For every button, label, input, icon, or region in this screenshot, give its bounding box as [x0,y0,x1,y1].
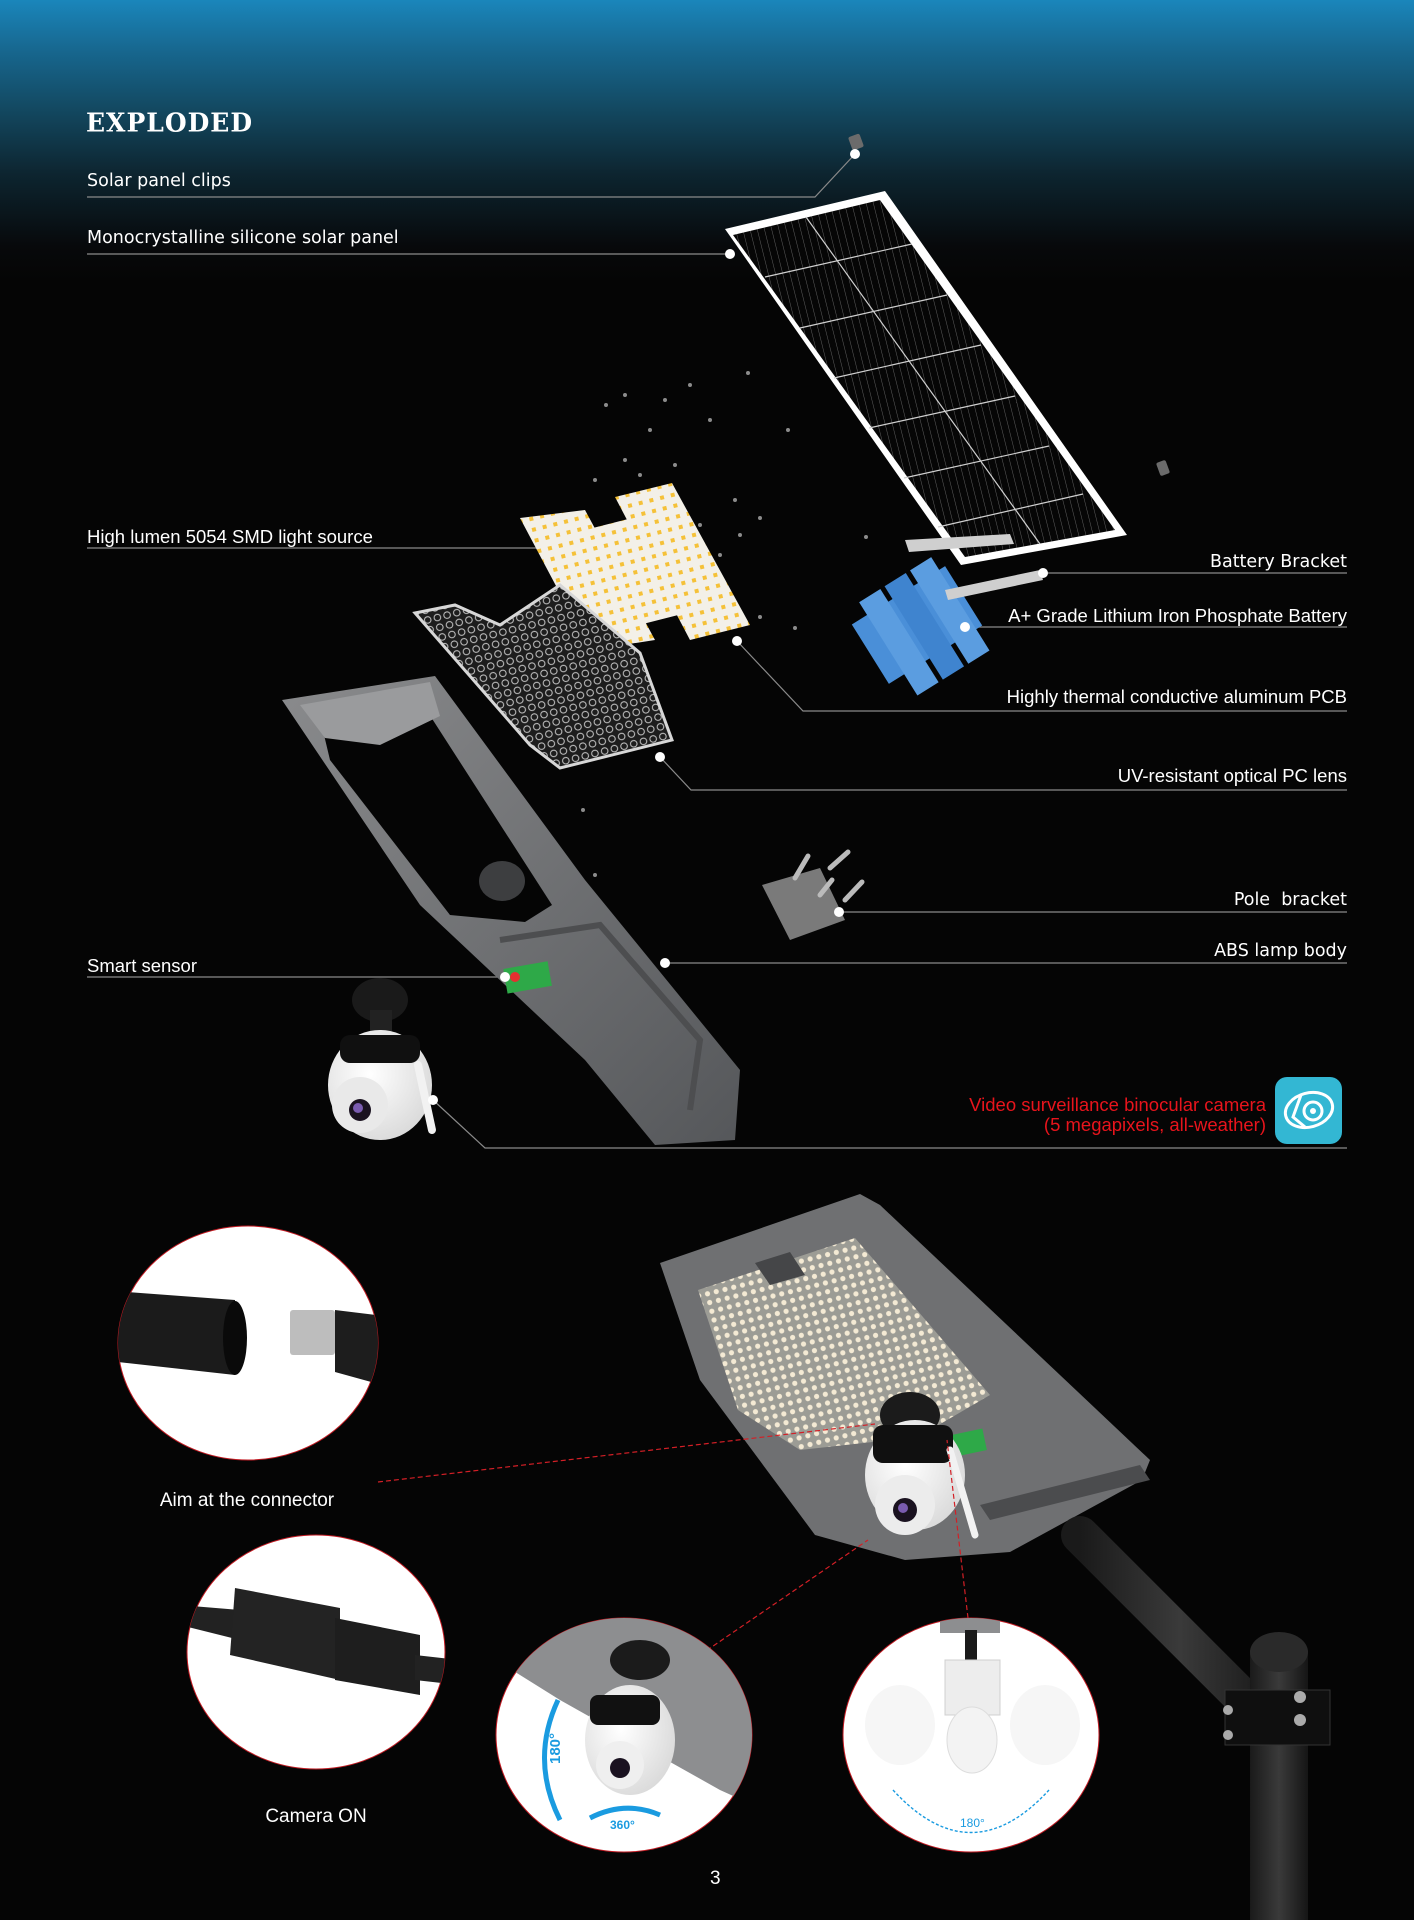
caption-aim-connector: Aim at the connector [159,1490,335,1511]
connector-circle-1 [117,1225,379,1461]
pc-lens-graphic [412,583,674,770]
camera-swing-circle [842,1617,1100,1853]
label-light-source: High lumen 5054 SMD light source [87,526,373,547]
header-gradient [0,0,1414,280]
solar-panel-graphic [725,191,1127,565]
camera-exploded-graphic [328,978,436,1140]
led-pcb-graphic [520,483,750,650]
assembled-lamp-graphic [660,1194,1150,1560]
label-pole-bracket: Pole bracket [1233,890,1347,910]
swing-angle-label: 180° [960,1816,985,1830]
camera-feature-line1: Video surveillance binocular camera [969,1094,1266,1115]
battery-graphic [851,557,990,696]
camera-feature-text: Video surveillance binocular camera (5 m… [969,1095,1266,1135]
tilt-angle-label: 180° [547,1732,565,1765]
leader-lines [87,153,1347,1149]
camera-feature-line2: (5 megapixels, all-weather) [1043,1114,1266,1135]
pan-angle-label: 360° [610,1818,635,1832]
camera-rotation-circle [495,1617,753,1853]
label-battery: A+ Grade Lithium Iron Phosphate Battery [1008,605,1347,626]
label-solar-panel-clips: Solar panel clips [87,171,231,191]
camera-app-eye-icon [1275,1077,1342,1144]
label-pcb: Highly thermal conductive aluminum PCB [1006,686,1347,707]
connector-circle-2 [186,1534,446,1770]
caption-camera-on: Camera ON [265,1806,367,1827]
label-lamp-body: ABS lamp body [1214,941,1347,961]
label-pc-lens: UV-resistant optical PC lens [1117,765,1347,786]
page-number: 3 [710,1868,721,1889]
page-title: EXPLODED [86,107,254,138]
label-battery-bracket: Battery Bracket [1209,552,1347,572]
label-solar-panel: Monocrystalline silicone solar panel [87,228,399,248]
pole-graphic [1061,1516,1331,1920]
pole-bracket-graphic [762,849,865,940]
camera-assembled-graphic [865,1420,979,1539]
label-smart-sensor: Smart sensor [87,955,198,976]
lamp-body-graphic [282,676,740,1145]
